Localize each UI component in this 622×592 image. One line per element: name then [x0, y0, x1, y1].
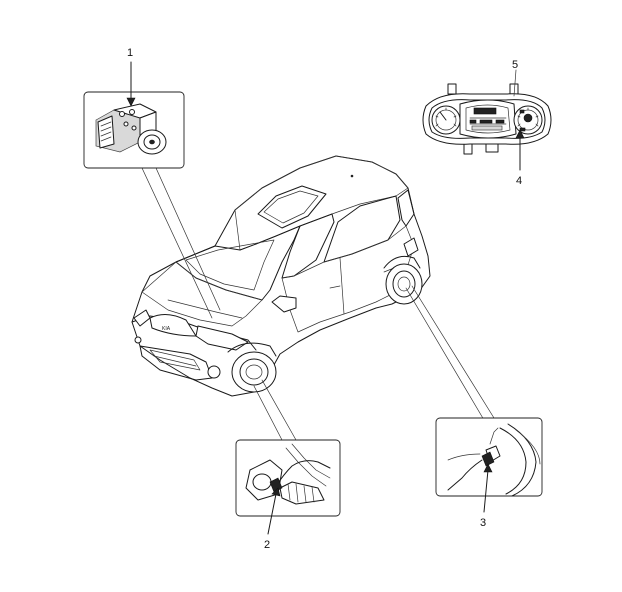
vehicle-illustration: KIA: [131, 155, 431, 397]
callout-5: 5: [512, 59, 518, 71]
callout-3: 3: [480, 517, 486, 529]
hecu-detail-box: [83, 61, 185, 169]
callout-4: 4: [516, 175, 522, 187]
callout-2: 2: [264, 539, 270, 551]
front-wheel-sensor-box: [235, 439, 341, 535]
callout-labels: 1 2 3 4 5: [127, 47, 522, 551]
rear-wheel-sensor-box: [435, 417, 543, 513]
svg-text:KIA: KIA: [162, 326, 171, 332]
leader-lines: [141, 167, 495, 441]
callout-1: 1: [127, 47, 133, 59]
instrument-cluster: [422, 69, 552, 171]
